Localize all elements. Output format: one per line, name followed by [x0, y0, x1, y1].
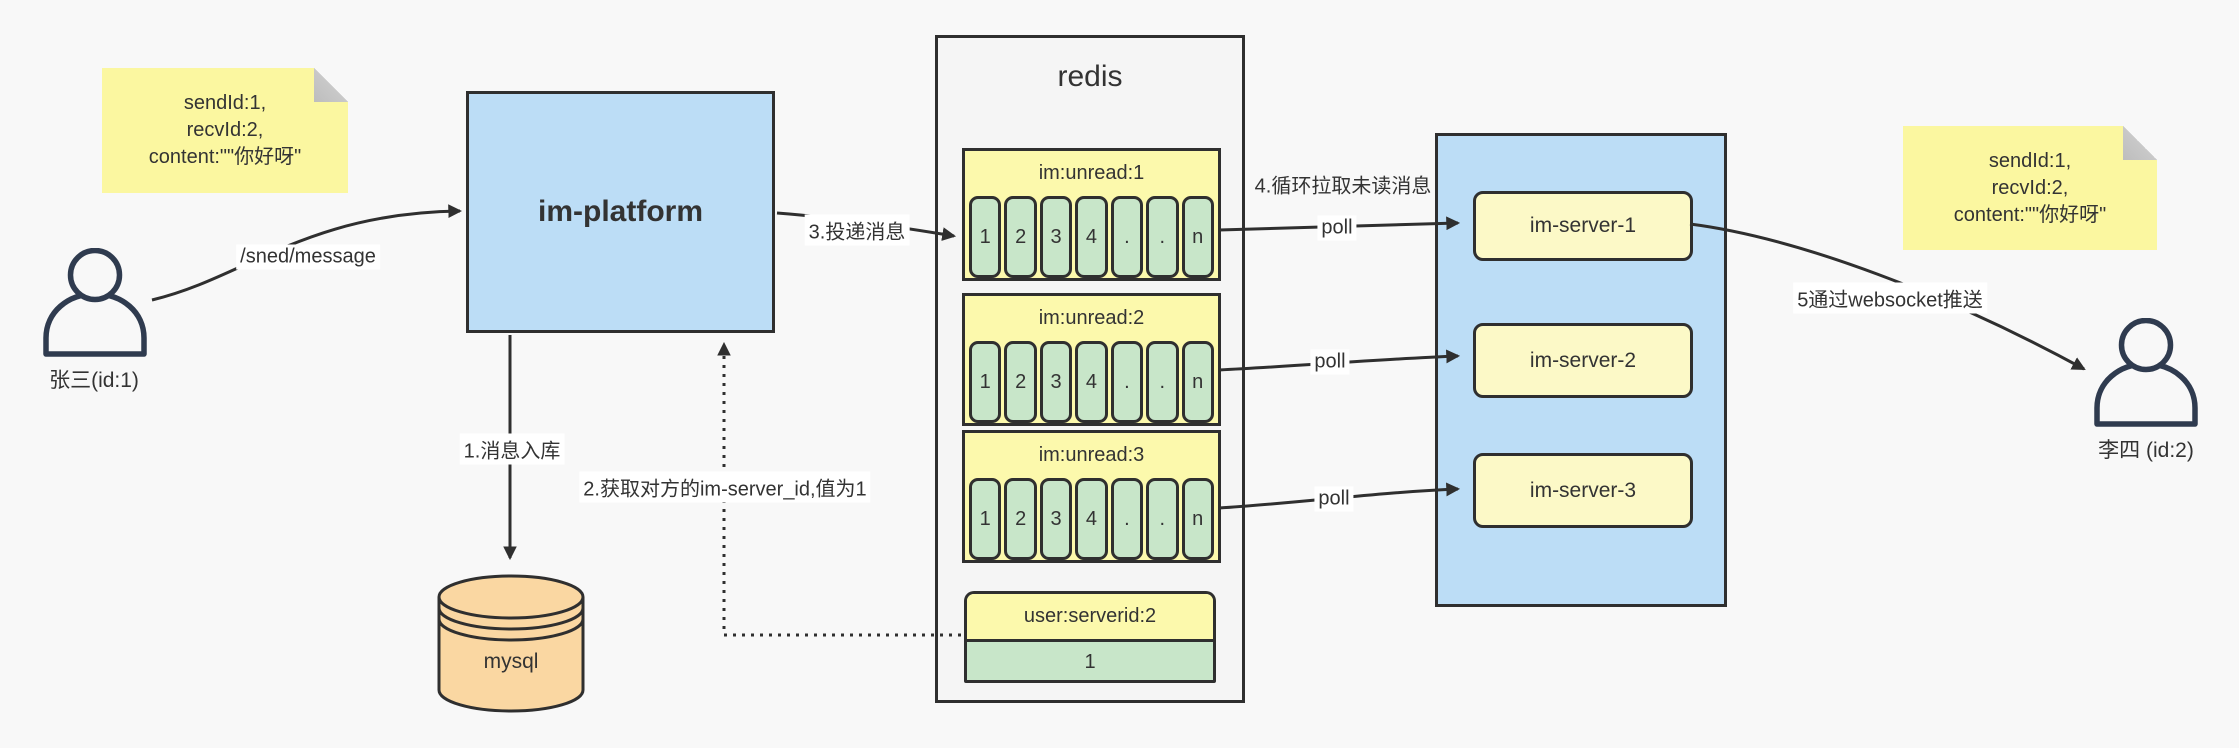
- redis-container: redis im:unread:1 1 2 3 4 . . n im:unrea…: [935, 35, 1245, 703]
- im-server-cluster: im-server-1 im-server-2 im-server-3: [1435, 133, 1727, 607]
- note-line: content:""你好呀": [1953, 203, 2107, 226]
- queue-header: im:unread:2: [1038, 307, 1145, 329]
- edge-store-label: 1.消息入库: [459, 433, 565, 465]
- edge-poll-3-label: poll: [1314, 486, 1354, 512]
- queue-cells: 1 2 3 4 . . n: [965, 341, 1218, 423]
- queue-cell: .: [1146, 341, 1179, 423]
- note-line: recvId:2,: [1991, 176, 2069, 199]
- queue-cell: .: [1146, 196, 1179, 278]
- user-serverid-box: user:serverid:2 1: [964, 591, 1216, 683]
- queue-cell: 4: [1075, 196, 1108, 278]
- edge-deliver-label: 3.投递消息: [804, 214, 910, 246]
- queue-cell: .: [1110, 196, 1144, 278]
- edge-push-label: 5通过websocket推送: [1793, 282, 1987, 314]
- queue-cell: 4: [1075, 478, 1108, 560]
- user-serverid-header: user:serverid:2: [967, 594, 1213, 639]
- queue-cell: 3: [1039, 196, 1073, 278]
- queue-cell: .: [1110, 478, 1144, 560]
- queue-cell: 1: [969, 341, 1002, 423]
- im-server-3-label: im-server-3: [1529, 478, 1637, 502]
- queue-cell: 3: [1039, 341, 1073, 423]
- queue-cell: 2: [1004, 478, 1037, 560]
- im-platform-label: im-platform: [538, 195, 703, 228]
- database-cylinder-icon: [437, 574, 585, 713]
- note-left: sendId:1, recvId:2, content:""你好呀": [102, 68, 348, 193]
- queue-cell: n: [1181, 341, 1214, 423]
- queue-header: im:unread:1: [1038, 162, 1145, 184]
- mysql-label: mysql: [483, 650, 539, 673]
- queue-cell: 3: [1039, 478, 1073, 560]
- edge-pull-label: 4.循环拉取未读消息: [1254, 175, 1432, 198]
- note-line: sendId:1,: [183, 92, 267, 114]
- queue-im-unread-2: im:unread:2 1 2 3 4 . . n: [962, 293, 1221, 426]
- queue-cell: 1: [969, 196, 1002, 278]
- queue-cell: n: [1181, 478, 1214, 560]
- im-platform-node: im-platform: [466, 91, 775, 333]
- edge-lookup-label: 2.获取对方的im-server_id,值为1: [579, 471, 871, 503]
- queue-im-unread-3: im:unread:3 1 2 3 4 . . n: [962, 430, 1221, 563]
- user-icon-receiver: [2094, 318, 2198, 427]
- im-server-3-node: im-server-3: [1473, 453, 1693, 528]
- queue-cell: 2: [1004, 196, 1037, 278]
- queue-cell: .: [1110, 341, 1144, 423]
- queue-cell: 1: [969, 478, 1002, 560]
- note-fold-icon: [2123, 126, 2157, 160]
- queue-cells: 1 2 3 4 . . n: [965, 196, 1218, 278]
- queue-cells: 1 2 3 4 . . n: [965, 478, 1218, 560]
- edge-poll-1-label: poll: [1317, 215, 1357, 241]
- im-server-1-label: im-server-1: [1529, 214, 1637, 237]
- im-server-1-node: im-server-1: [1473, 191, 1693, 261]
- user-serverid-value: 1: [967, 639, 1213, 680]
- mysql-node: mysql: [436, 572, 586, 714]
- note-line: content:""你好呀": [148, 146, 302, 168]
- user-icon-sender: [43, 248, 147, 357]
- queue-cell: .: [1146, 478, 1179, 560]
- receiver-label: 李四 (id:2): [2098, 439, 2194, 462]
- queue-cell: 4: [1075, 341, 1108, 423]
- edge-send-label: /sned/message: [236, 244, 380, 270]
- sender-label: 张三(id:1): [49, 369, 139, 392]
- redis-title: redis: [1057, 60, 1123, 93]
- note-line: recvId:2,: [186, 119, 264, 141]
- queue-im-unread-1: im:unread:1 1 2 3 4 . . n: [962, 148, 1221, 281]
- queue-cell: n: [1181, 196, 1214, 278]
- note-line: sendId:1,: [1988, 149, 2072, 172]
- im-server-2-node: im-server-2: [1473, 323, 1693, 398]
- im-server-2-label: im-server-2: [1529, 348, 1637, 372]
- note-right: sendId:1, recvId:2, content:""你好呀": [1903, 126, 2157, 250]
- queue-cell: 2: [1004, 341, 1037, 423]
- note-fold-icon: [314, 68, 348, 102]
- edge-poll-2-label: poll: [1310, 349, 1350, 375]
- queue-header: im:unread:3: [1038, 444, 1145, 466]
